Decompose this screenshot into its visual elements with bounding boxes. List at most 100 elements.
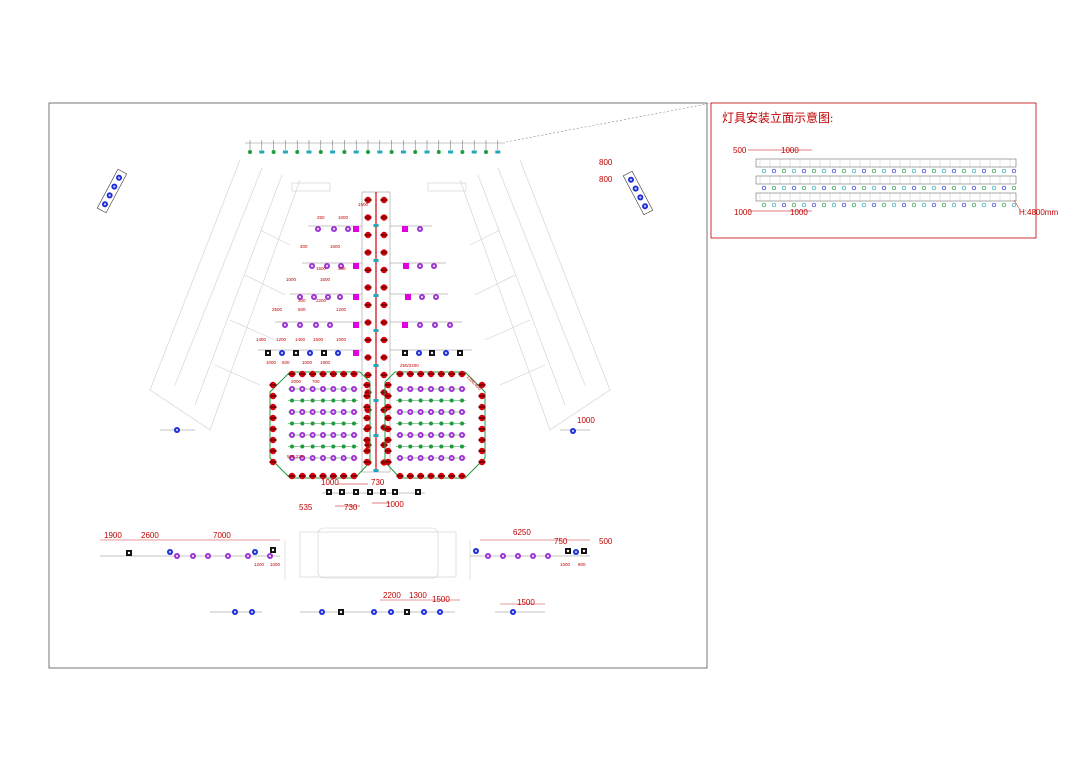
dimension-label: 1000 bbox=[336, 337, 347, 342]
elevation-fixture bbox=[871, 202, 877, 208]
front-dim-730: 730 bbox=[371, 478, 385, 487]
spine-fixture bbox=[364, 354, 372, 361]
spine-fixture bbox=[364, 249, 372, 256]
elevation-fixture bbox=[951, 202, 957, 208]
elevation-fixture bbox=[871, 185, 877, 191]
octagon-grid-fixture bbox=[408, 398, 413, 403]
elevation-fixture bbox=[991, 168, 997, 174]
octagon-grid-fixture bbox=[340, 386, 347, 392]
tier-fixture bbox=[403, 263, 409, 269]
tier-fixture bbox=[417, 226, 423, 232]
elevation-fixture bbox=[921, 168, 927, 174]
octagon-edge-fixture bbox=[269, 403, 277, 411]
octagon-grid-fixture bbox=[351, 455, 357, 461]
tier-fixture bbox=[297, 322, 303, 328]
dimension-label: 700 bbox=[312, 379, 320, 384]
octagon-grid-fixture bbox=[290, 421, 294, 426]
tier-fixture bbox=[417, 322, 423, 328]
tier-fixture bbox=[402, 350, 408, 356]
top-row-fixture bbox=[460, 150, 465, 154]
elevation-fixture bbox=[1001, 202, 1007, 208]
octagon-grid-fixture bbox=[460, 398, 464, 403]
elevation-fixture bbox=[891, 202, 897, 208]
octagon-grid-fixture bbox=[398, 444, 402, 449]
tier-fixture bbox=[447, 322, 453, 328]
octagon-grid-fixture bbox=[428, 386, 434, 392]
octagon-grid-fixture bbox=[429, 421, 433, 426]
octagon-grid-fixture bbox=[408, 421, 413, 426]
height-leader bbox=[1013, 199, 1021, 211]
elevation-fixture bbox=[861, 168, 867, 174]
top-row-fixture bbox=[353, 150, 359, 154]
elevation-fixture bbox=[851, 168, 857, 174]
dimension-label: 1600 bbox=[330, 244, 341, 249]
top-row-fixture bbox=[295, 150, 300, 154]
octagon-grid-fixture bbox=[330, 386, 337, 392]
octagon-grid-fixture bbox=[448, 432, 455, 438]
tier-fixture bbox=[282, 322, 288, 328]
elevation-fixture bbox=[831, 168, 837, 174]
octagon-grid-fixture bbox=[429, 444, 433, 449]
top-row-fixture bbox=[448, 150, 454, 154]
elevation-truss-rows bbox=[755, 158, 1017, 208]
octagon-grid-fixture bbox=[321, 421, 325, 426]
front-dim-1000: 1000 bbox=[321, 478, 339, 487]
plan-border bbox=[48, 102, 708, 669]
spine-fixture bbox=[380, 249, 388, 256]
octagon-grid-fixture bbox=[351, 409, 357, 415]
elevation-fixture bbox=[961, 185, 967, 191]
elevation-fixture bbox=[841, 185, 847, 191]
octagon-edge-fixture bbox=[384, 414, 392, 422]
octagon-grid-fixture bbox=[417, 409, 424, 415]
octagon-edge-fixture bbox=[269, 447, 277, 455]
octagon-edge-fixture bbox=[269, 458, 277, 466]
octagon-grid-fixture bbox=[397, 386, 403, 392]
tier-fixture bbox=[417, 263, 423, 269]
octagon-grid-fixture bbox=[340, 409, 347, 415]
octagon-grid-fixture bbox=[299, 409, 306, 415]
elevation-fixture bbox=[761, 202, 767, 208]
side-right-fixture bbox=[560, 428, 590, 434]
octagon-grid-fixture bbox=[310, 421, 315, 426]
octagon-edge-fixture bbox=[478, 436, 486, 444]
octagon-grid-fixture bbox=[428, 455, 434, 461]
octagon-grid-fixture bbox=[341, 421, 346, 426]
octagon-grid-fixture bbox=[439, 398, 444, 403]
bot-dim-1500-b: 1500 bbox=[517, 598, 535, 607]
spine-fixture bbox=[364, 266, 372, 274]
octagon-grid-fixture bbox=[397, 455, 403, 461]
spine-fixture bbox=[380, 354, 388, 361]
top-row-fixture bbox=[377, 150, 383, 154]
octagon-edge-fixture bbox=[269, 392, 277, 400]
top-row-fixture bbox=[248, 150, 252, 154]
octagon-grid-fixture bbox=[428, 432, 434, 438]
dimension-label: 1200 bbox=[276, 337, 287, 342]
tier-fixture bbox=[416, 350, 422, 356]
octagon-grid-fixture bbox=[397, 432, 403, 438]
spine-fixture bbox=[380, 301, 388, 309]
elevation-fixture bbox=[861, 185, 867, 191]
octagon-grid-fixture bbox=[429, 398, 433, 403]
octagon-grid-fixture bbox=[438, 386, 445, 392]
dimension-label: 300 bbox=[298, 298, 306, 303]
elevation-fixture bbox=[941, 168, 947, 174]
elevation-fixture bbox=[801, 202, 807, 208]
tier-fixture bbox=[402, 322, 408, 328]
elevation-fixture bbox=[921, 202, 927, 208]
dimension-label: 250 bbox=[317, 215, 325, 220]
spine-fixture bbox=[364, 319, 372, 326]
br-dim-6250: 6250 bbox=[513, 528, 531, 537]
octagon-grid-fixture bbox=[320, 386, 326, 392]
top-row-fixture bbox=[330, 150, 336, 154]
octagon-edge-fixture bbox=[363, 414, 371, 422]
top-fixture-row bbox=[245, 140, 505, 154]
elevation-fixture bbox=[951, 185, 957, 191]
bl-dim-2600: 2600 bbox=[141, 531, 159, 540]
octagon-grid-fixture bbox=[439, 444, 444, 449]
elevation-fixture bbox=[821, 168, 827, 174]
elevation-fixture bbox=[781, 168, 787, 174]
octagon-grid-fixture bbox=[418, 421, 423, 426]
tier-fixture bbox=[279, 350, 285, 356]
left-octagon-grid bbox=[269, 370, 371, 480]
elevation-fixture bbox=[851, 202, 857, 208]
